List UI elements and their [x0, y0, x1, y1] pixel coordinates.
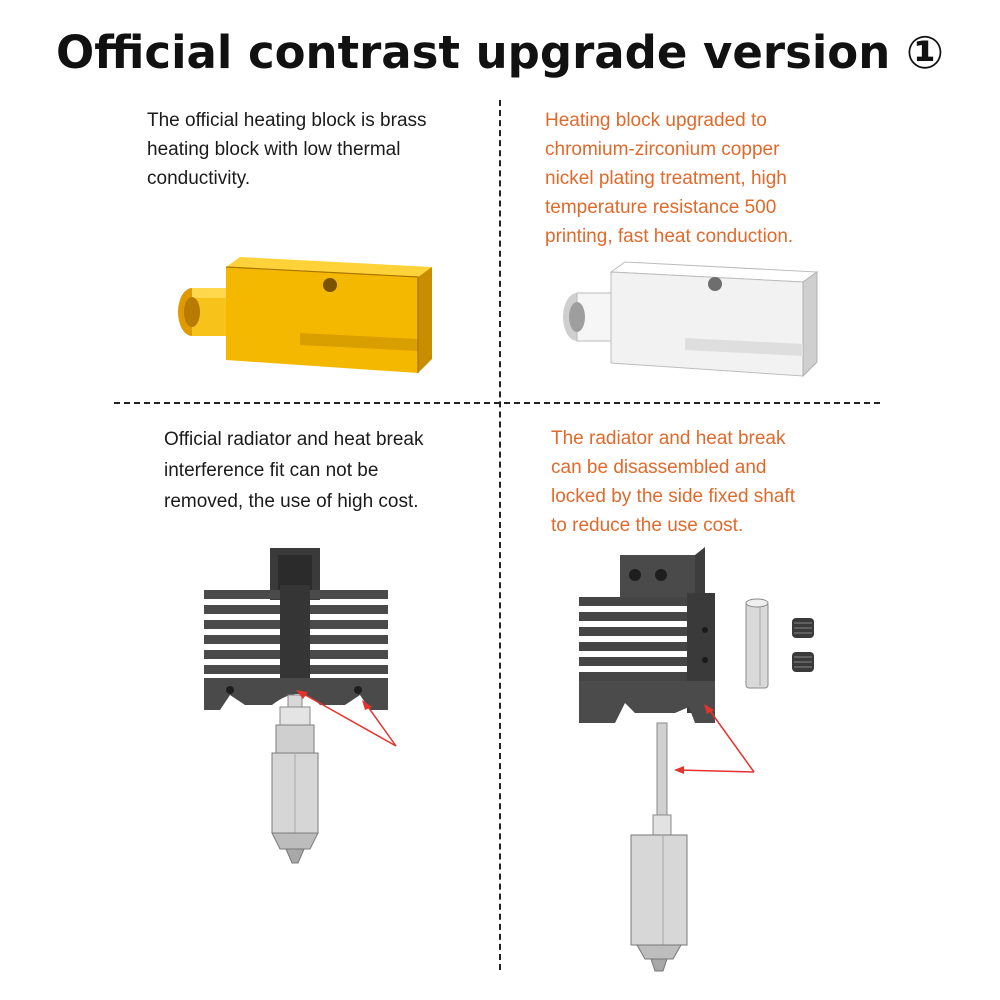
- text-line: conductivity.: [147, 168, 251, 189]
- pointer-arrow-icon: [674, 704, 755, 774]
- page-title: Official contrast upgrade version ①: [55, 26, 945, 79]
- nickel-heating-block-icon: [563, 261, 819, 378]
- pointer-arrow-icon: [296, 690, 397, 747]
- set-screw-icon: [792, 618, 814, 672]
- official-heating-block-text: The official heating block is brass heat…: [147, 106, 427, 193]
- text-line: temperature resistance 500: [545, 197, 777, 218]
- text-line: locked by the side fixed shaft: [551, 486, 795, 507]
- text-line: Heating block upgraded to: [545, 110, 767, 131]
- text-line: removed, the use of high cost.: [164, 491, 419, 512]
- text-line: chromium-zirconium copper: [545, 139, 780, 160]
- text-line: printing, fast heat conduction.: [545, 226, 794, 247]
- text-line: heating block with low thermal: [147, 139, 401, 160]
- official-hotend-icon: [204, 548, 388, 864]
- vertical-divider: [499, 100, 501, 970]
- text-line: nickel plating treatment, high: [545, 168, 787, 189]
- upgraded-radiator-text: The radiator and heat break can be disas…: [551, 424, 795, 540]
- upgraded-hotend-icon: [579, 547, 715, 972]
- official-radiator-text: Official radiator and heat break interfe…: [164, 424, 423, 517]
- side-fixed-shaft-icon: [745, 598, 769, 689]
- horizontal-divider: [114, 402, 880, 404]
- text-line: Official radiator and heat break: [164, 429, 424, 450]
- brass-heating-block-icon: [178, 257, 432, 373]
- text-line: The radiator and heat break: [551, 428, 786, 449]
- upgraded-heating-block-text: Heating block upgraded to chromium-zirco…: [545, 106, 793, 251]
- text-line: The official heating block is brass: [147, 110, 427, 131]
- text-line: to reduce the use cost.: [551, 515, 744, 536]
- text-line: can be disassembled and: [551, 457, 767, 478]
- text-line: interference fit can not be: [164, 460, 379, 481]
